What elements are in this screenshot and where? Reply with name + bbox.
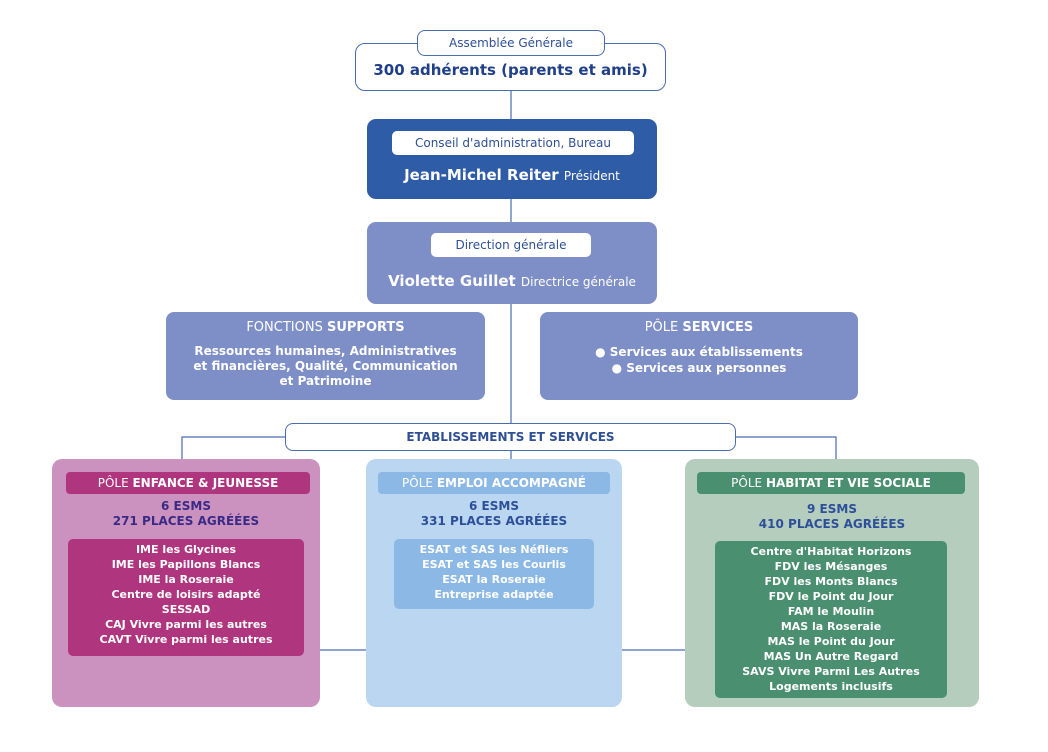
president-name: Jean-Michel Reiter bbox=[404, 166, 559, 184]
list-item: IME les Papillons Blancs bbox=[111, 558, 261, 571]
pole-enfance: PÔLE ENFANCE & JEUNESSE 6 ESMS 271 PLACE… bbox=[52, 459, 320, 707]
services-title-prefix: PÔLE bbox=[644, 320, 679, 335]
assemblee-box: 300 adhérents (parents et amis) bbox=[355, 43, 666, 91]
list-item: MAS le Point du Jour bbox=[767, 635, 895, 648]
assemblee-tab: Assemblée Générale bbox=[417, 30, 605, 56]
list-item: FDV le Point du Jour bbox=[768, 590, 894, 603]
direction-box: Direction générale Violette Guillet Dire… bbox=[367, 222, 657, 304]
pole-habitat-tag: PÔLE HABITAT ET VIE SOCIALE bbox=[697, 472, 965, 494]
services-item: ● Services aux établissements bbox=[595, 345, 803, 359]
list-item: ESAT et SAS les Courlis bbox=[422, 558, 566, 571]
list-item: MAS Un Autre Regard bbox=[763, 650, 899, 663]
services-title-bold: SERVICES bbox=[682, 320, 754, 335]
list-item: ESAT et SAS les Néfliers bbox=[419, 543, 569, 556]
pole-habitat-stats: 9 ESMS 410 PLACES AGRÉÉES bbox=[685, 502, 979, 532]
list-item: IME les Glycines bbox=[135, 543, 237, 556]
list-item: Centre d'Habitat Horizons bbox=[750, 545, 912, 558]
list-item: CAJ Vivre parmi les autres bbox=[105, 618, 267, 631]
list-item: Logements inclusifs bbox=[769, 680, 893, 693]
conseil-tab: Conseil d'administration, Bureau bbox=[392, 131, 634, 155]
services-list: ● Services aux établissements ● Services… bbox=[540, 344, 858, 376]
pole-title: EMPLOI ACCOMPAGNÉ bbox=[436, 476, 586, 490]
pole-enfance-stats: 6 ESMS 271 PLACES AGRÉÉES bbox=[52, 499, 320, 529]
list-item: MAS la Roseraie bbox=[780, 620, 882, 633]
pole-places: 410 PLACES AGRÉÉES bbox=[758, 517, 906, 531]
etablissements-banner: ETABLISSEMENTS ET SERVICES bbox=[285, 423, 736, 451]
pole-title: HABITAT ET VIE SOCIALE bbox=[765, 476, 931, 490]
pole-esms: 6 ESMS bbox=[161, 499, 211, 513]
assemblee-text: 300 adhérents (parents et amis) bbox=[373, 61, 648, 79]
branch-left bbox=[181, 436, 286, 459]
supports-title-prefix: FONCTIONS bbox=[246, 320, 323, 335]
pole-places: 271 PLACES AGRÉÉES bbox=[112, 514, 260, 528]
pole-enfance-tag: PÔLE ENFANCE & JEUNESSE bbox=[66, 472, 310, 494]
president-role: Président bbox=[563, 169, 620, 183]
direction-director: Violette Guillet Directrice générale bbox=[367, 272, 657, 290]
pole-emploi-tag: PÔLE EMPLOI ACCOMPAGNÉ bbox=[378, 472, 610, 494]
list-item: FAM le Moulin bbox=[787, 605, 875, 618]
services-item: ● Services aux personnes bbox=[611, 361, 787, 375]
branch-right bbox=[736, 436, 837, 459]
conseil-box: Conseil d'administration, Bureau Jean-Mi… bbox=[367, 119, 657, 199]
services-title: PÔLE SERVICES bbox=[540, 320, 858, 335]
conseil-president: Jean-Michel Reiter Président bbox=[367, 166, 657, 184]
pole-habitat: PÔLE HABITAT ET VIE SOCIALE 9 ESMS 410 P… bbox=[685, 459, 979, 707]
director-name: Violette Guillet bbox=[388, 272, 516, 290]
list-item: FDV les Mésanges bbox=[774, 560, 888, 573]
pole-emploi-stats: 6 ESMS 331 PLACES AGRÉÉES bbox=[366, 499, 622, 529]
supports-line: Ressources humaines, Administratives bbox=[194, 344, 457, 358]
services-box: PÔLE SERVICES ● Services aux établisseme… bbox=[540, 312, 858, 400]
supports-list: Ressources humaines, Administratives et … bbox=[176, 344, 475, 389]
list-item: IME la Roseraie bbox=[138, 573, 234, 586]
list-item: CAVT Vivre parmi les autres bbox=[99, 633, 273, 646]
list-item: SAVS Vivre Parmi Les Autres bbox=[742, 665, 920, 678]
supports-line: et Patrimoine bbox=[279, 374, 372, 388]
pole-emploi: PÔLE EMPLOI ACCOMPAGNÉ 6 ESMS 331 PLACES… bbox=[366, 459, 622, 707]
list-item: Centre de loisirs adapté bbox=[111, 588, 261, 601]
pole-esms: 9 ESMS bbox=[807, 502, 857, 516]
supports-title: FONCTIONS SUPPORTS bbox=[166, 320, 485, 335]
list-item: FDV les Monts Blancs bbox=[764, 575, 898, 588]
pole-prefix: PÔLE bbox=[97, 476, 129, 490]
pole-esms: 6 ESMS bbox=[469, 499, 519, 513]
director-role: Directrice générale bbox=[520, 275, 636, 289]
pole-prefix: PÔLE bbox=[402, 476, 433, 490]
supports-title-bold: SUPPORTS bbox=[326, 320, 405, 335]
pole-enfance-list: IME les Glycines IME les Papillons Blanc… bbox=[68, 539, 304, 656]
list-item: Entreprise adaptée bbox=[434, 588, 554, 601]
pole-places: 331 PLACES AGRÉÉES bbox=[420, 514, 568, 528]
list-item: ESAT la Roseraie bbox=[442, 573, 546, 586]
direction-tab: Direction générale bbox=[431, 233, 591, 257]
supports-box: FONCTIONS SUPPORTS Ressources humaines, … bbox=[166, 312, 485, 400]
pole-title: ENFANCE & JEUNESSE bbox=[132, 476, 279, 490]
pole-prefix: PÔLE bbox=[731, 476, 763, 490]
supports-line: et financières, Qualité, Communication bbox=[193, 359, 458, 373]
pole-emploi-list: ESAT et SAS les Néfliers ESAT et SAS les… bbox=[394, 539, 594, 609]
pole-habitat-list: Centre d'Habitat Horizons FDV les Mésang… bbox=[715, 541, 947, 698]
list-item: SESSAD bbox=[161, 603, 211, 616]
